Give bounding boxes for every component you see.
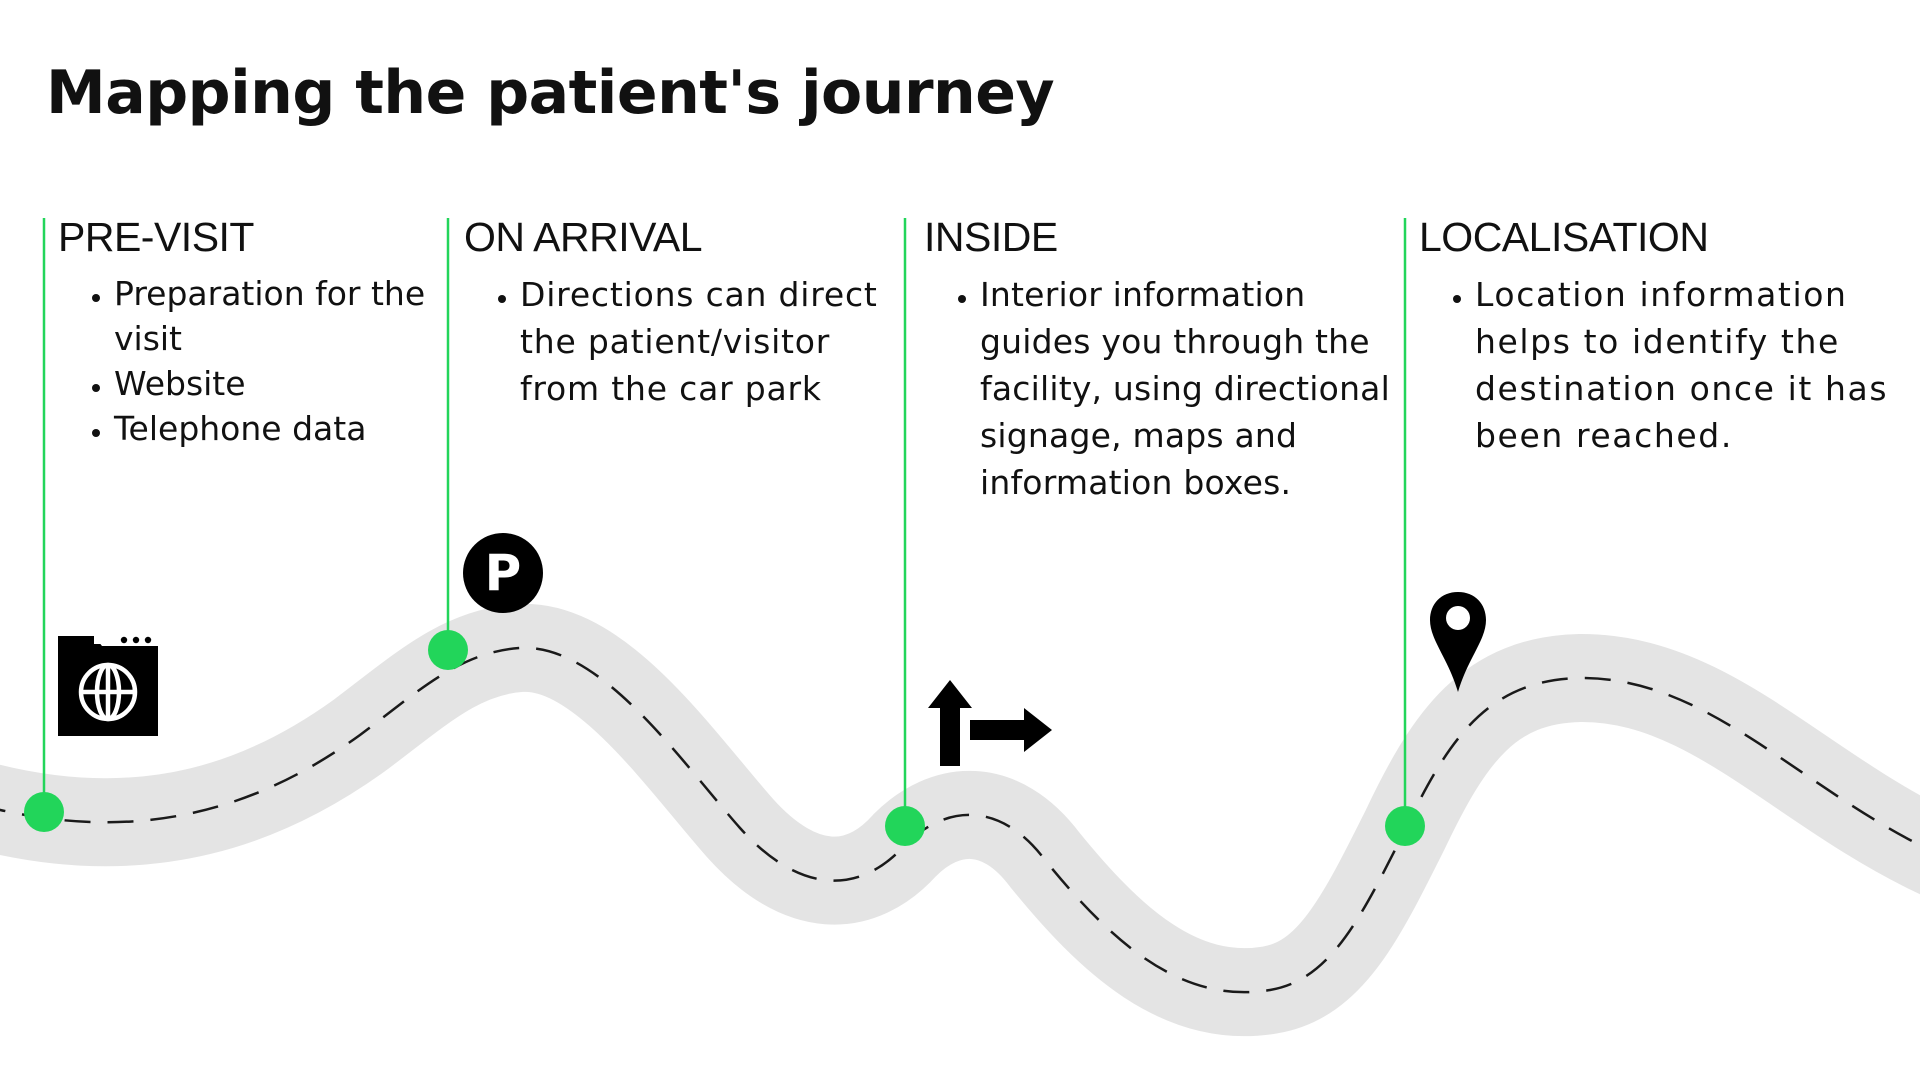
stage-on-arrival: ON ARRIVAL Directions can direct the pat… xyxy=(464,214,920,412)
stage-heading: PRE-VISIT xyxy=(58,214,254,260)
stage-bullets: Directions can direct the patient/visito… xyxy=(464,271,920,412)
stage-heading: LOCALISATION xyxy=(1419,214,1709,260)
stage-bullets: Interior information guides you through … xyxy=(924,271,1420,506)
stage-marker-localisation xyxy=(1385,806,1425,846)
bullet-item: Directions can direct the patient/visito… xyxy=(520,271,920,412)
direction-arrows-icon xyxy=(928,680,1052,766)
stage-marker-inside xyxy=(885,806,925,846)
bullet-item: Telephone data xyxy=(114,406,444,451)
globe-folder-icon xyxy=(58,636,158,736)
stage-marker-on-arrival xyxy=(428,630,468,670)
bullet-item: Website xyxy=(114,361,444,406)
location-pin-icon xyxy=(1430,592,1486,692)
stage-bullets: Location information helps to identify t… xyxy=(1419,271,1895,459)
bullet-item: Interior information guides you through … xyxy=(980,271,1420,506)
stage-marker-pre-visit xyxy=(24,792,64,832)
bullet-item: Location information helps to identify t… xyxy=(1475,271,1895,459)
road-center-dashes xyxy=(0,646,1920,994)
svg-text:P: P xyxy=(485,544,522,602)
stage-inside: INSIDE Interior information guides you t… xyxy=(924,214,1420,506)
stage-heading: ON ARRIVAL xyxy=(464,214,703,260)
stage-localisation: LOCALISATION Location information helps … xyxy=(1419,214,1895,459)
bullet-item: Preparation for the visit xyxy=(114,271,444,361)
stage-bullets: Preparation for the visit Website Teleph… xyxy=(58,271,444,451)
page-title: Mapping the patient's journey xyxy=(46,58,1055,128)
stage-pre-visit: PRE-VISIT Preparation for the visit Webs… xyxy=(58,214,444,451)
stage-heading: INSIDE xyxy=(924,214,1058,260)
parking-icon: P xyxy=(463,533,543,613)
